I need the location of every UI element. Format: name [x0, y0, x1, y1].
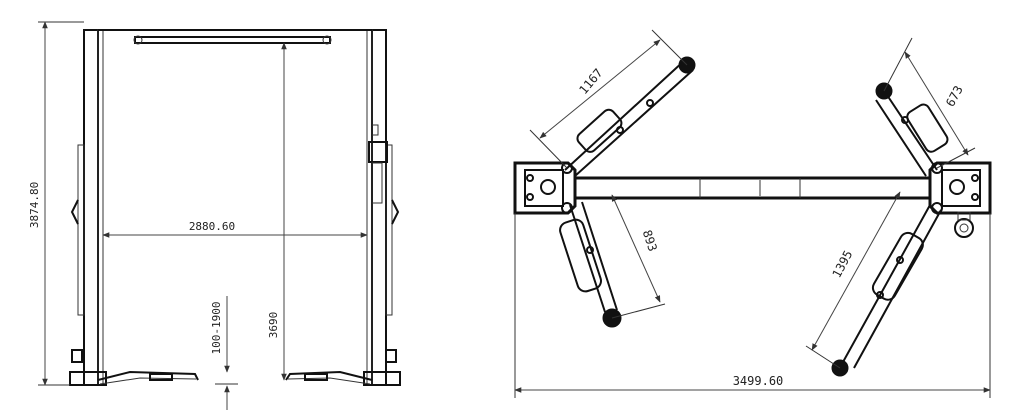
right-lift-arm	[285, 370, 373, 385]
left-post	[69, 29, 107, 386]
dim-overall-width: 2880.60	[102, 220, 368, 238]
dim-lift-height: 3690	[267, 42, 287, 381]
left-lift-arm	[97, 370, 199, 385]
dim-overall-height: 3874.80	[28, 21, 84, 386]
top-view: 3499.60 1167 673 893 1395	[513, 29, 992, 398]
dim-arm-upper-left-label: 1167	[576, 66, 605, 97]
dim-arm-lower-right: 1395	[805, 191, 901, 369]
dim-pad-height-label: 100-1900	[210, 302, 223, 355]
dim-top-overall-width: 3499.60	[514, 213, 991, 398]
overhead-beam	[98, 29, 372, 45]
arm-lower-right	[831, 204, 942, 377]
dim-lift-height-label: 3690	[267, 312, 280, 339]
arm-lower-left	[559, 201, 622, 328]
dim-pad-height: 100-1900	[210, 296, 238, 410]
right-column-base	[928, 161, 992, 238]
dim-arm-lower-right-label: 1395	[830, 248, 856, 280]
dim-arm-lower-left-label: 893	[640, 228, 660, 253]
front-view: 3874.80 2880.60 3690 100-1900	[28, 21, 401, 410]
dim-arm-upper-right-label: 673	[943, 83, 966, 109]
crossbeam	[573, 176, 932, 200]
dim-top-overall-width-label: 3499.60	[733, 374, 784, 388]
arm-upper-left	[564, 56, 696, 177]
dim-overall-width-label: 2880.60	[189, 220, 235, 233]
left-column-base	[513, 161, 577, 215]
dim-arm-upper-right: 673	[883, 37, 976, 169]
dim-overall-height-label: 3874.80	[28, 182, 41, 228]
dim-arm-lower-left: 893	[611, 194, 666, 319]
dim-arm-upper-left: 1167	[529, 29, 688, 169]
right-post	[363, 29, 401, 386]
